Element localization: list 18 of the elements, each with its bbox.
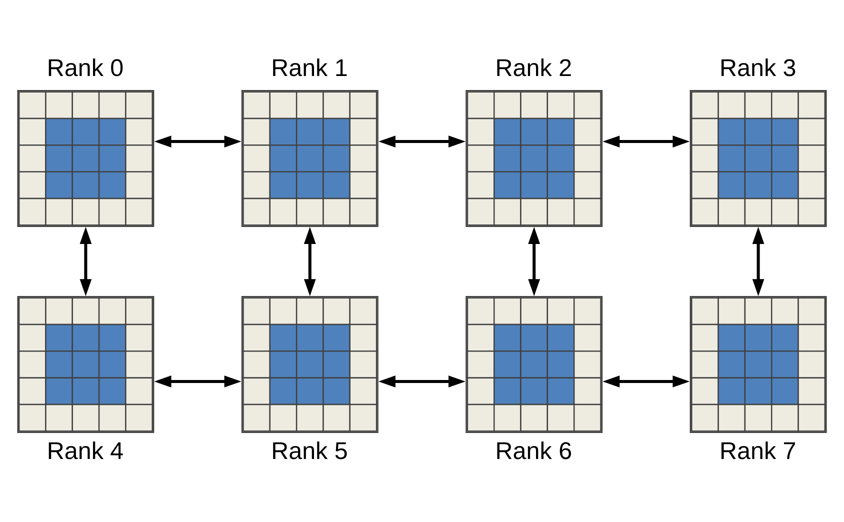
arrow — [602, 135, 690, 147]
node-label: Rank 6 — [495, 438, 572, 465]
arrow — [80, 226, 92, 296]
node-label: Rank 4 — [46, 438, 124, 465]
arrow — [378, 135, 466, 147]
node-label: Rank 2 — [495, 54, 572, 82]
node-label: Rank 7 — [720, 438, 796, 465]
node-label: Rank 3 — [720, 54, 796, 82]
arrow — [154, 375, 242, 387]
node-label: Rank 0 — [46, 54, 124, 82]
arrow — [304, 226, 316, 296]
arrow — [154, 135, 242, 147]
arrow — [602, 375, 690, 387]
node-label: Rank 5 — [271, 438, 348, 465]
node-label: Rank 1 — [271, 54, 348, 82]
arrow — [528, 226, 540, 296]
arrow — [378, 375, 466, 387]
arrow — [752, 226, 764, 296]
